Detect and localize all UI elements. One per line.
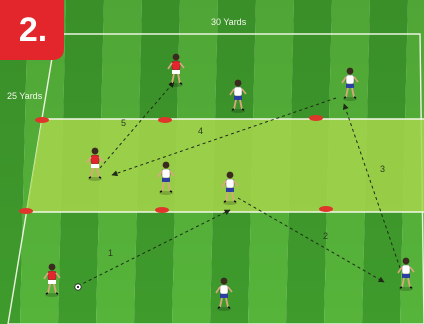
cone-icon <box>158 117 172 123</box>
pass-number-5: 5 <box>121 118 126 128</box>
width-label: 30 Yards <box>211 17 246 27</box>
pass-number-4: 4 <box>198 126 203 136</box>
cone-icon <box>319 206 333 212</box>
cone-icon <box>309 115 323 121</box>
cone-icon <box>155 207 169 213</box>
pass-number-3: 3 <box>380 164 385 174</box>
height-label: 25 Yards <box>7 91 42 101</box>
pass-number-1: 1 <box>108 248 113 258</box>
pass-number-2: 2 <box>323 231 328 241</box>
step-badge: 2. <box>0 0 64 64</box>
central-zone <box>26 119 424 212</box>
step-number: 2. <box>6 4 60 56</box>
cone-icon <box>35 117 49 123</box>
cone-icon <box>19 208 33 214</box>
soccer-ball-icon <box>75 284 81 290</box>
